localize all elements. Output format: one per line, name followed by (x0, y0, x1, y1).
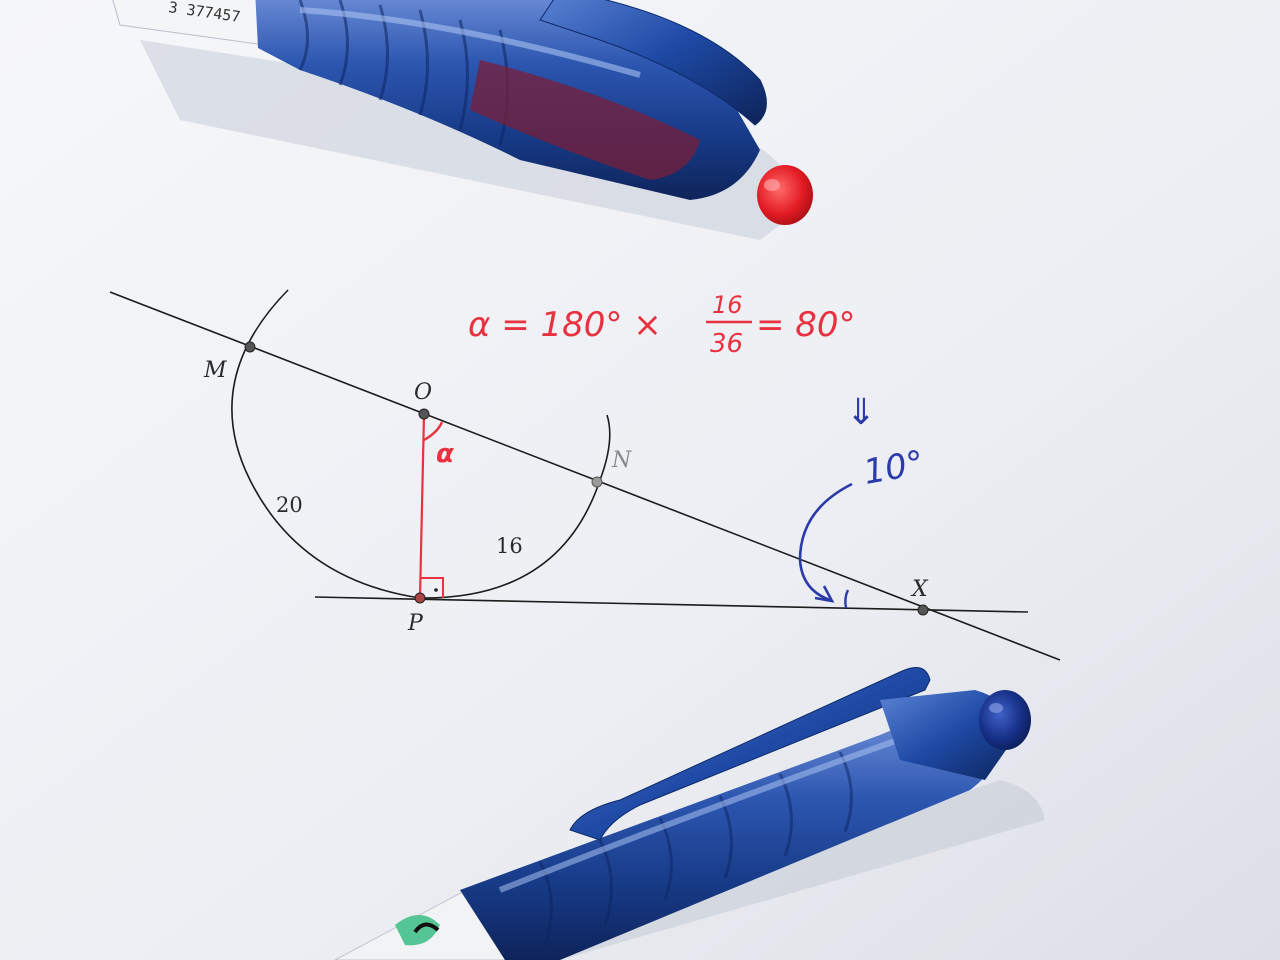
bottom-pen-blue-tip (979, 690, 1031, 750)
bottom-pen-clip (569, 667, 931, 841)
bottom-pen (334, 667, 1045, 960)
label-length-16: 16 (496, 534, 523, 558)
geometry-diagram: M O N P X 20 16 α (109, 289, 1061, 661)
point-o-dot (418, 408, 430, 420)
label-n: N (611, 448, 632, 473)
radius-op-red (418, 413, 426, 599)
red-formula: α = 180° × 16 36 = 80° (468, 291, 856, 359)
formula-rhs: = 80° (756, 305, 856, 345)
label-alpha: α (436, 439, 454, 469)
label-o: O (414, 380, 432, 405)
point-m-dot (244, 341, 256, 353)
label-m: M (203, 358, 227, 383)
tangent-line (314, 596, 1029, 613)
point-p-dot (414, 592, 426, 604)
angle-tick-x (844, 589, 850, 609)
label-length-20: 20 (276, 493, 303, 517)
point-x-dot (917, 604, 929, 616)
curved-arrow (798, 482, 853, 602)
top-pen-red-tip (757, 165, 813, 225)
angle-alpha-arc (423, 421, 444, 442)
arc-radius-16 (419, 414, 611, 599)
double-down-arrow: ⇓ (846, 392, 876, 433)
secant-line (109, 291, 1061, 661)
label-x: X (910, 577, 929, 602)
formula-lhs: α = 180° × (468, 305, 662, 345)
formula-denominator: 36 (710, 329, 743, 359)
point-n-dot (591, 476, 603, 488)
label-p: P (407, 611, 424, 636)
top-pen: 3 377457 (112, 0, 813, 240)
formula-numerator: 16 (712, 291, 743, 319)
right-angle-marker (420, 577, 444, 598)
